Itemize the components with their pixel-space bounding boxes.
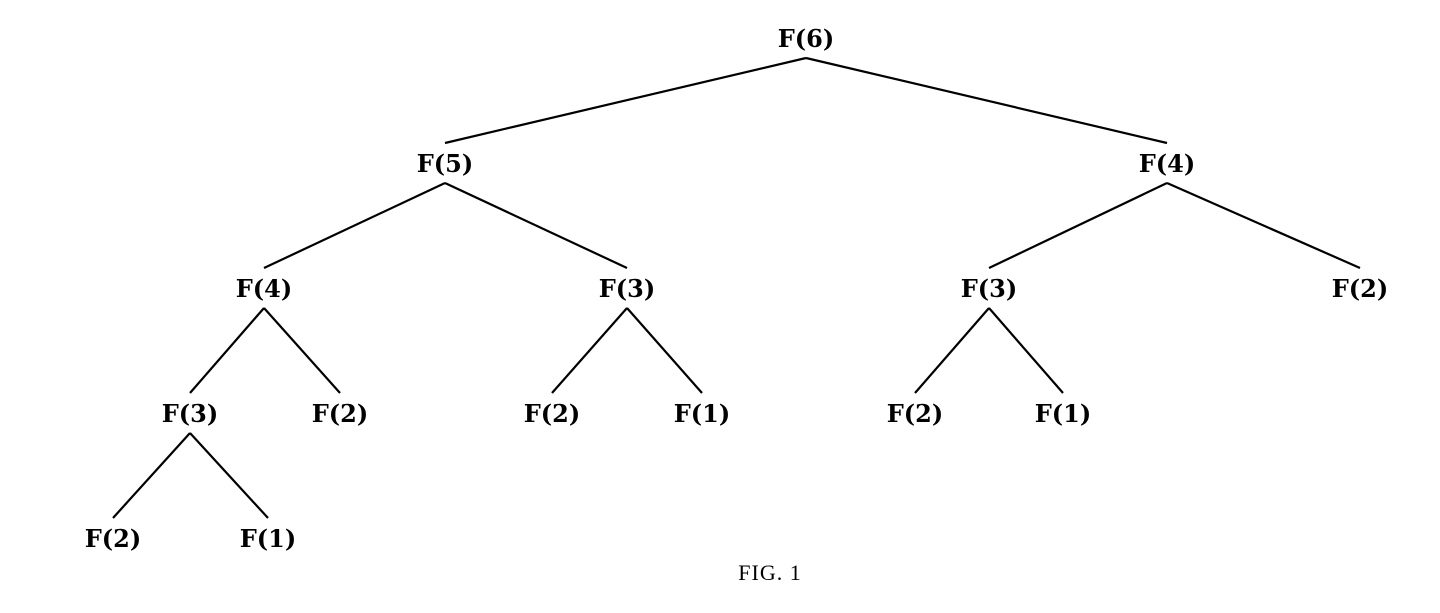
tree-node-f-2: F(2) [312,399,368,428]
tree-edge [263,307,341,394]
tree-edge [988,307,1064,394]
tree-edge [112,432,191,519]
tree-node-f-2: F(2) [887,399,943,428]
tree-node-f-5: F(5) [417,149,473,178]
tree-edge [189,432,269,519]
tree-edge [626,307,703,394]
tree-edges [112,56,1361,519]
tree-edge [444,182,628,269]
tree-node-f-1: F(1) [240,524,296,553]
tree-node-f-2: F(2) [1332,274,1388,303]
tree-node-f-1: F(1) [1035,399,1091,428]
tree-node-f-4: F(4) [236,274,292,303]
tree-edge [988,182,1168,269]
tree-edge [805,56,1168,145]
tree-node-f-3: F(3) [599,274,655,303]
figure-caption: FIG. 1 [738,560,801,585]
tree-node-f-6: F(6) [778,24,834,53]
tree-node-f-3: F(3) [162,399,218,428]
tree-nodes: F(6) F(5) F(4) F(3) F(2) F(1) F(2) F(3) F(2) F(1)… [85,24,1388,553]
tree-edge [189,307,265,394]
tree-edge [914,307,990,394]
tree-node-f-4: F(4) [1139,149,1195,178]
tree-edge [551,307,628,394]
tree-node-f-3: F(3) [961,274,1017,303]
tree-edge [1166,181,1361,270]
tree-node-f-2: F(2) [524,399,580,428]
tree-node-f-1: F(1) [674,399,730,428]
tree-edge [263,182,446,269]
tree-node-f-2: F(2) [85,524,141,553]
tree-edge [444,56,807,145]
